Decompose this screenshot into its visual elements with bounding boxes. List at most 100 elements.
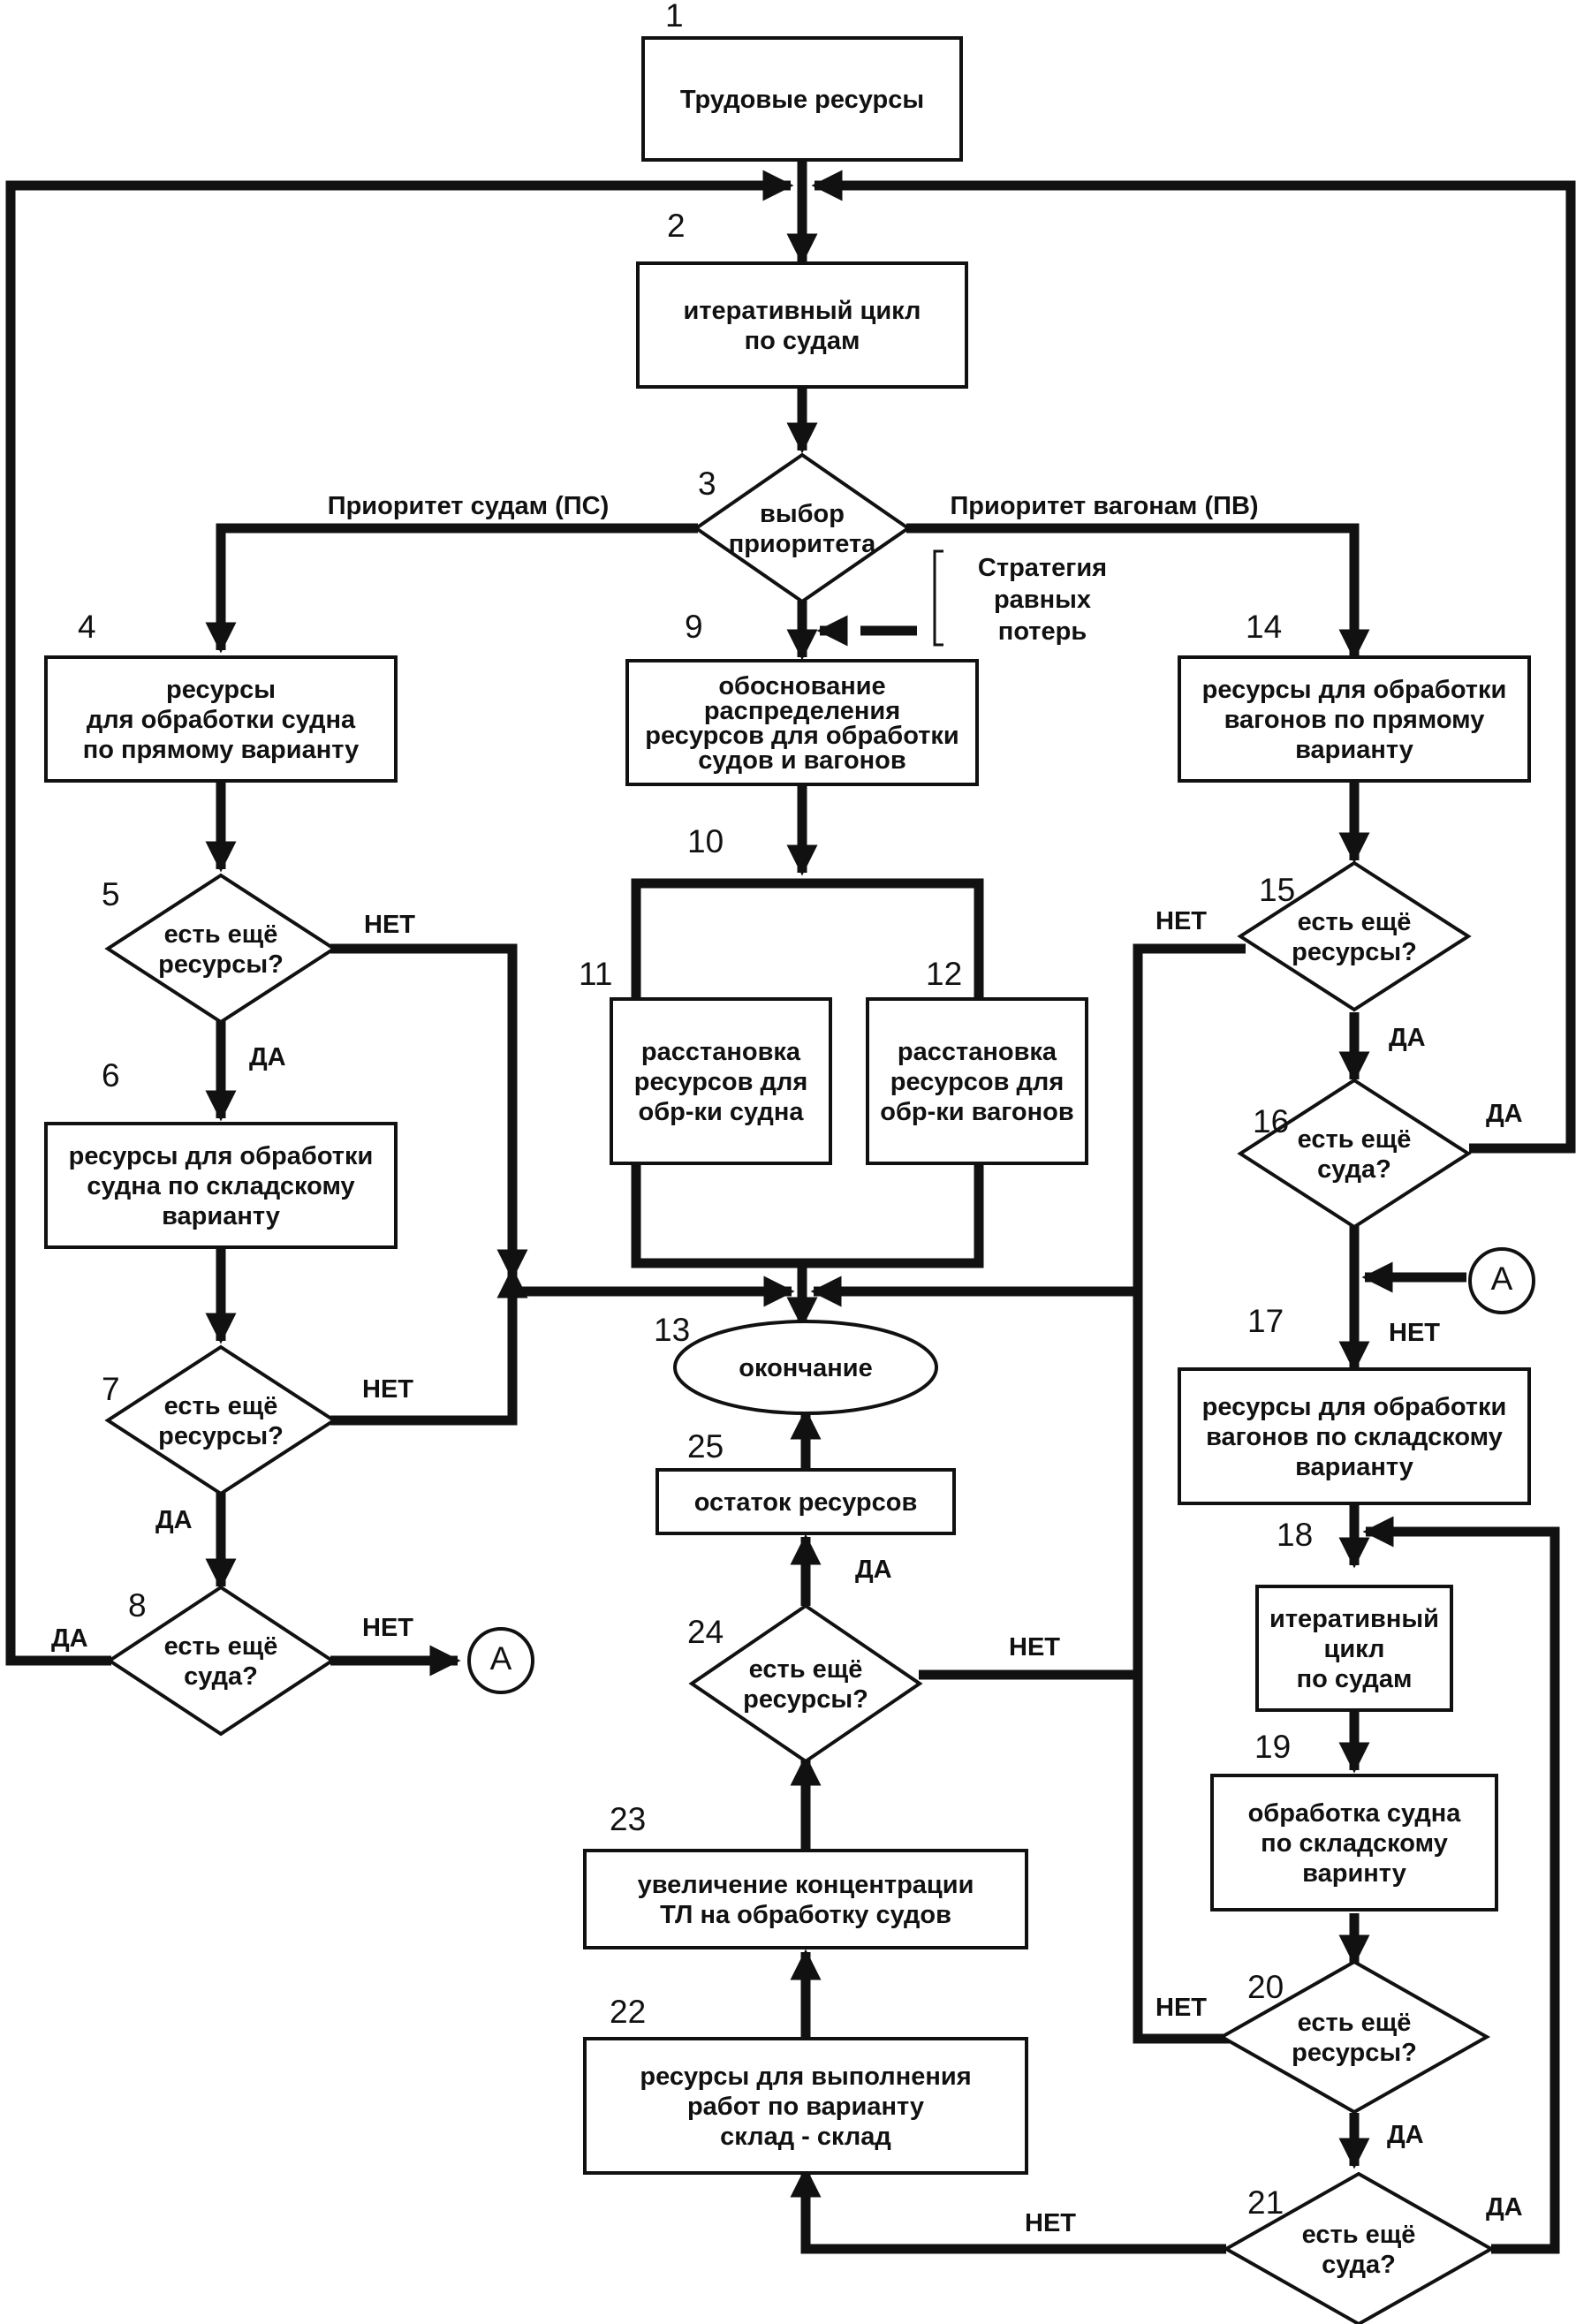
node-7-line: ресурсы? <box>158 1422 284 1450</box>
node-6-line: варианту <box>162 1202 280 1230</box>
node-5-number: 5 <box>102 876 120 912</box>
node-22-number: 22 <box>610 1994 646 2030</box>
node-2-line: по судам <box>745 327 860 355</box>
node-2-line: итеративный цикл <box>684 297 921 325</box>
node-7-line: есть ещё <box>164 1392 278 1420</box>
node-9-line: распределения <box>704 697 900 725</box>
node-12-line: ресурсов для <box>890 1068 1065 1096</box>
edge-label-no21: НЕТ <box>1025 2209 1076 2237</box>
node-18-rect <box>1255 1585 1453 1712</box>
node-23-line: увеличение концентрации <box>638 1871 974 1899</box>
edge-label-yes5: ДА <box>249 1043 286 1071</box>
node-16-diamond <box>1237 1078 1472 1230</box>
node-19-line: обработка судна <box>1248 1799 1462 1828</box>
edge-8-yes-loop <box>5 170 794 1666</box>
connector-A <box>1468 1247 1535 1314</box>
node-15-line: ресурсы? <box>1292 938 1417 966</box>
edge-label-yes16: ДА <box>1486 1100 1523 1128</box>
node-6-number: 6 <box>102 1057 120 1094</box>
node-6-rect <box>44 1122 398 1249</box>
node-14-line: ресурсы для обработки <box>1202 676 1507 704</box>
node-22-rect <box>583 2037 1028 2175</box>
node-1-number: 1 <box>665 0 684 34</box>
node-22-line: ресурсы для выполнения <box>640 2063 971 2091</box>
node-18-line: цикл <box>1324 1635 1385 1663</box>
node-18-line: по судам <box>1297 1665 1413 1693</box>
node-8-number: 8 <box>128 1587 147 1624</box>
strategy-bracket <box>933 549 943 647</box>
edge-21-22 <box>790 2166 1226 2254</box>
node-12-rect <box>866 997 1088 1165</box>
node-14-rect <box>1178 655 1531 783</box>
node-8-line: есть ещё <box>164 1632 278 1661</box>
edge-label-no15: НЕТ <box>1155 907 1207 935</box>
edge-label-no5: НЕТ <box>364 911 415 939</box>
node-15-number: 15 <box>1259 872 1295 908</box>
node-20-number: 20 <box>1247 1969 1284 2005</box>
node-A2-line: A <box>1491 1260 1513 1297</box>
node-25-rect <box>655 1468 956 1535</box>
node-14-line: вагонов по прямому <box>1224 706 1485 734</box>
node-19-number: 19 <box>1254 1729 1291 1765</box>
node-13-line: окончание <box>739 1354 873 1382</box>
node-14-line: варианту <box>1295 736 1413 764</box>
node-25-line: остаток ресурсов <box>694 1488 918 1517</box>
edge-label-no16: НЕТ <box>1389 1319 1440 1347</box>
node-24-diamond <box>688 1603 923 1764</box>
node-9-rect <box>625 659 979 786</box>
edge-16-yes-loop <box>811 170 1576 1154</box>
node-13-ellipse <box>673 1320 938 1415</box>
edge-label-yes20: ДА <box>1387 2121 1424 2149</box>
node-A1-line: A <box>490 1640 512 1677</box>
edge-3-4 <box>205 523 698 654</box>
node-18-number: 18 <box>1277 1517 1313 1553</box>
node-2-number: 2 <box>667 208 686 244</box>
node-19-line: варинту <box>1302 1859 1406 1888</box>
edge-label-no20: НЕТ <box>1155 1994 1207 2022</box>
node-3-line: приоритета <box>729 530 876 558</box>
node-11-line: обр-ки судна <box>639 1098 805 1126</box>
node-19-line: по складскому <box>1261 1829 1448 1858</box>
edge-15-no-bus <box>1133 943 1246 2044</box>
node-24-line: ресурсы? <box>743 1685 868 1714</box>
node-9-line: судов и вагонов <box>698 746 905 775</box>
node-3-diamond <box>693 452 912 604</box>
node-20-line: ресурсы? <box>1292 2039 1417 2067</box>
edge-label-pv: Приоритет вагонам (ПВ) <box>950 492 1258 520</box>
node-6-line: ресурсы для обработки <box>69 1142 374 1170</box>
node-5-diamond <box>104 873 337 1025</box>
node-21-line: есть ещё <box>1302 2221 1416 2249</box>
node-4-line: по прямому варианту <box>83 736 360 764</box>
node-4-rect <box>44 655 398 783</box>
edge-label-strategy-line: потерь <box>998 617 1087 646</box>
edge-label-strategy-line: Стратегия <box>978 554 1107 582</box>
node-19-rect <box>1210 1774 1498 1911</box>
node-23-number: 23 <box>610 1801 646 1837</box>
edge-label-ps: Приоритет судам (ПС) <box>328 492 610 520</box>
node-11-number: 11 <box>579 956 612 992</box>
node-16-line: есть ещё <box>1298 1125 1412 1154</box>
edge-label-yes24: ДА <box>855 1556 892 1584</box>
frame-10-bottom <box>631 1164 984 1268</box>
node-17-line: ресурсы для обработки <box>1202 1393 1507 1421</box>
node-24-line: есть ещё <box>749 1655 863 1684</box>
edge-label-no8: НЕТ <box>362 1614 413 1642</box>
node-16-line: суда? <box>1317 1155 1391 1184</box>
edge-3-14 <box>906 523 1370 661</box>
node-6-line: судна по складскому <box>87 1172 354 1200</box>
node-5-line: ресурсы? <box>158 950 284 979</box>
edge-label-no7: НЕТ <box>362 1375 413 1404</box>
node-3-line: выбор <box>760 500 845 528</box>
node-10-number: 10 <box>687 823 724 859</box>
